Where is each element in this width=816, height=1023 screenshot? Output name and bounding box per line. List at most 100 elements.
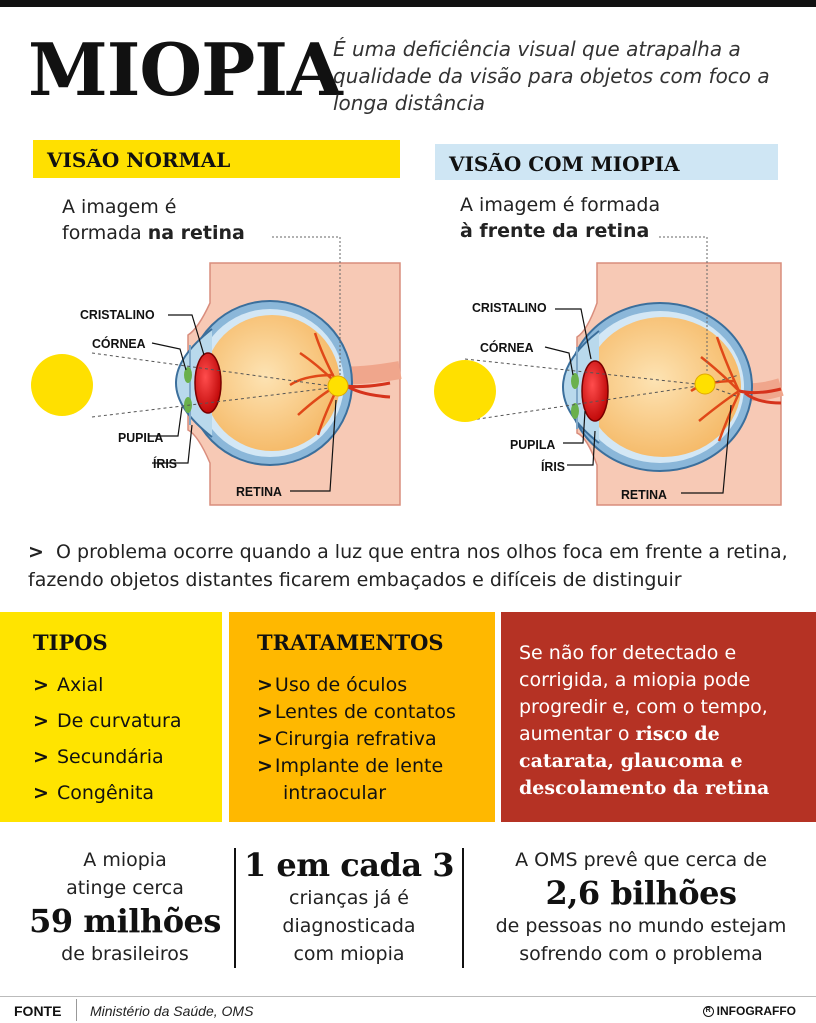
description-marker: >	[28, 541, 44, 563]
intro-text: É uma deficiência visual que atrapalha a…	[333, 37, 770, 115]
label-myopia-retina: RETINA	[621, 487, 667, 502]
list-item: > Axial	[33, 674, 104, 696]
iris-green-bottom-myopia	[571, 403, 579, 419]
label-normal-retina: RETINA	[236, 484, 282, 499]
caption-normal: A imagem é formada na retina	[62, 194, 245, 246]
stat-world: A OMS prevê que cerca de 2,6 bilhões de …	[466, 846, 816, 968]
vitreous-body	[204, 315, 340, 451]
stat-children-post1: crianças já é	[289, 887, 409, 909]
page-title: MIOPIA	[28, 27, 343, 112]
heading-myopia-vision: VISÃO COM MIOPIA	[435, 144, 778, 180]
callout-cornea	[151, 342, 187, 371]
description-text: O problema ocorre quando a luz que entra…	[28, 541, 788, 591]
callout-retina-myopia	[681, 404, 732, 494]
list-item-continuation: intraocular	[283, 782, 387, 804]
tipos-box: TIPOS > Axial > De curvatura > Secundári…	[0, 612, 222, 822]
risk-text: Se não for detectado e corrigida, a miop…	[519, 640, 811, 802]
light-ray-bottom	[91, 386, 339, 418]
retina-vessels	[289, 332, 340, 436]
myopia-eye-diagram	[434, 236, 784, 506]
light-ray-top	[91, 352, 339, 388]
caption-myopia: A imagem é formada à frente da retina	[460, 192, 660, 244]
stat-children: 1 em cada 3 crianças já é diagnosticada …	[238, 846, 460, 968]
label-normal-pupila: PUPILA	[118, 430, 164, 445]
stat-children-post2: diagnosticada	[282, 915, 416, 937]
stat-brazil: A miopia atinge cerca 59 milhões de bras…	[20, 846, 230, 968]
callout-cristalino	[168, 314, 205, 356]
focus-point-myopia	[694, 373, 716, 395]
risk-text-bold: risco de catarata, glaucoma e descolamen…	[519, 723, 770, 799]
callout-pupila-myopia	[563, 410, 586, 444]
tratamentos-title: TRATAMENTOS	[257, 630, 444, 655]
list-item: >Uso de óculos	[257, 674, 408, 696]
list-item: > De curvatura	[33, 710, 182, 732]
callout-cristalino-myopia	[555, 308, 592, 360]
footer-source-value: Ministério da Saúde, OMS	[90, 1003, 254, 1019]
caption-normal-line2: formada na retina	[62, 220, 245, 246]
crystalline-lens-myopia	[581, 360, 609, 422]
risk-box: Se não for detectado e corrigida, a miop…	[501, 612, 816, 822]
stat-divider-1	[234, 848, 236, 968]
callout-retina	[290, 399, 337, 492]
tratamentos-box: TRATAMENTOS >Uso de óculos >Lentes de co…	[229, 612, 495, 822]
label-myopia-iris: ÍRIS	[541, 459, 566, 474]
list-item: >Lentes de contatos	[257, 701, 456, 723]
tratamentos-list: >Uso de óculos >Lentes de contatos >Ciru…	[257, 674, 456, 809]
stat-world-number: 2,6 bilhões	[545, 874, 737, 912]
callout-iris	[152, 424, 193, 464]
light-ray-bottom-myopia	[464, 384, 706, 422]
focus-point	[327, 375, 349, 397]
label-normal-iris: ÍRIS	[153, 456, 178, 471]
label-normal-cristalino: CRISTALINO	[80, 307, 155, 322]
stat-children-number: 1 em cada 3	[244, 846, 455, 884]
footer-separator	[76, 999, 77, 1021]
stat-divider-2	[462, 848, 464, 968]
list-item: >Implante de lente	[257, 755, 444, 777]
tipos-title: TIPOS	[33, 630, 108, 655]
list-item: >Cirurgia refrativa	[257, 728, 437, 750]
caption-myopia-bold: à frente da retina	[460, 220, 650, 242]
problem-description: > O problema ocorre quando a luz que ent…	[28, 538, 816, 594]
stat-children-post3: com miopia	[293, 943, 405, 965]
label-normal-cornea: CÓRNEA	[92, 336, 146, 351]
light-source-sun	[31, 354, 93, 416]
caption-normal-bold: na retina	[147, 222, 245, 244]
stat-world-pre1: A OMS prevê que cerca de	[515, 849, 767, 871]
vitreous-body-myopia	[585, 317, 741, 457]
stat-world-post2: sofrendo com o problema	[519, 943, 763, 965]
light-source-sun-myopia	[434, 360, 496, 422]
callout-pupila	[148, 406, 183, 437]
stat-brazil-pre1: A miopia	[83, 849, 167, 871]
callout-iris-myopia	[567, 430, 596, 466]
footer-divider	[0, 996, 816, 997]
caption-myopia-line1: A imagem é formada	[460, 194, 661, 216]
top-bar	[0, 0, 816, 7]
callout-myopia-retina-caption	[659, 236, 708, 373]
heading-myopia-label: VISÃO COM MIOPIA	[449, 152, 680, 176]
label-myopia-cristalino: CRISTALINO	[472, 300, 547, 315]
retina-vessels-myopia	[690, 336, 741, 442]
caption-normal-pre: formada	[62, 222, 148, 244]
caption-myopia-line2: à frente da retina	[460, 218, 660, 244]
stat-brazil-number: 59 milhões	[29, 902, 221, 940]
heading-normal-vision: VISÃO NORMAL	[33, 140, 400, 178]
risk-text-plain: Se não for detectado e corrigida, a miop…	[519, 642, 768, 745]
stat-brazil-post1: de brasileiros	[61, 943, 189, 965]
normal-eye-diagram	[31, 236, 402, 506]
label-myopia-cornea: CÓRNEA	[480, 340, 534, 355]
brand-name: INFOGRAFFO	[716, 1004, 796, 1018]
callout-cornea-myopia	[544, 346, 574, 376]
stat-brazil-pre2: atinge cerca	[66, 877, 184, 899]
light-ray-top-myopia	[464, 358, 706, 386]
iris-green-top-myopia	[571, 373, 579, 389]
footer-source-label: FONTE	[14, 1003, 62, 1019]
brand-logo: R INFOGRAFFO	[702, 1004, 796, 1018]
heading-normal-label: VISÃO NORMAL	[47, 148, 231, 172]
callout-normal-retina-caption	[272, 236, 341, 375]
stat-world-post1: de pessoas no mundo estejam	[495, 915, 787, 937]
nerve-vessels-myopia	[738, 387, 782, 405]
registered-icon: R	[702, 1005, 714, 1017]
caption-normal-line1: A imagem é	[62, 196, 177, 218]
iris-green-top	[184, 367, 192, 383]
list-item: > Secundária	[33, 746, 164, 768]
